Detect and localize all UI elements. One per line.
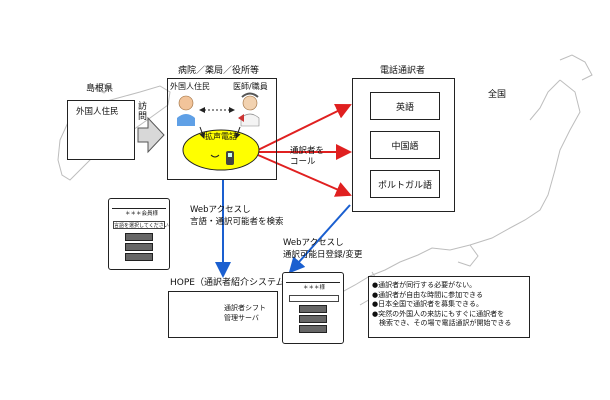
note-item: ●突然の外国人の来訪にもすぐに通訳者を [372, 309, 505, 318]
right-phone-button-2 [299, 315, 327, 323]
facility-resident-label: 外国人住民 [170, 82, 210, 91]
facility-header: 病院／薬局／役所等 [178, 66, 260, 76]
facility-resident-icon [177, 95, 195, 126]
language-english: 英語 [370, 92, 440, 120]
visit-arrow [137, 116, 165, 154]
facility-box [167, 78, 277, 180]
right-phone-statusbar [286, 276, 340, 283]
note-item: ●通訳者が自由な時間に参加できる [372, 290, 483, 299]
right-phone-field [289, 295, 339, 302]
doctor-icon [238, 92, 260, 127]
note-item: 検索でき、その場で電話通訳が開始できる [372, 319, 512, 327]
left-phone-button-2 [125, 243, 153, 251]
left-phone-button-1 [125, 233, 153, 241]
hope-label: HOPE（通訳者紹介システム） [170, 278, 294, 288]
resident-box: 外国人住民 [67, 100, 135, 160]
web-register-label-2: 通訳可能日登録/変更 [283, 250, 363, 260]
interpreter-box [352, 78, 455, 212]
nationwide-label: 全国 [488, 90, 507, 100]
right-phone-title: ＊＊＊様 [303, 285, 326, 291]
visit-label: 訪問 [138, 102, 148, 122]
language-portuguese: ポルトガル語 [370, 170, 440, 198]
speaker-oval [182, 129, 260, 171]
resident-label: 外国人住民 [76, 107, 119, 117]
note-item: ●日本全国で通訳者を募集できる。 [372, 300, 483, 308]
language-chinese: 中国語 [370, 131, 440, 159]
left-phone-select: 言語を選択してください [113, 221, 169, 229]
left-phone-button-3 [125, 253, 153, 261]
note-item: ●通訳者が同行する必要がない。 [372, 281, 477, 289]
phone-icon [226, 151, 234, 165]
benefits-notes: ●通訳者が同行する必要がない。 ●通訳者が自由な時間に参加できる ●日本全国で通… [368, 276, 530, 338]
right-phone-button-1 [299, 305, 327, 313]
left-phone-title: ＊＊＊会員様 [125, 211, 159, 217]
call-label-1: 通訳者を [290, 146, 325, 156]
web-arrows [215, 180, 351, 278]
call-label-2: コール [290, 157, 316, 167]
right-phone: ＊＊＊様 [282, 272, 344, 344]
interpreter-header: 電話通訳者 [380, 66, 426, 76]
left-phone: ＊＊＊会員様 言語を選択してください [108, 198, 170, 270]
web-search-label-2: 言語・通訳可能者を検索 [190, 217, 284, 227]
call-arrows [257, 103, 352, 197]
web-search-label-1: Webアクセスし [190, 205, 251, 215]
server-label-2: 管理サーバ [224, 314, 259, 322]
web-register-label-1: Webアクセスし [283, 238, 344, 248]
hope-box [168, 291, 278, 338]
speaker-phone-label: 拡声電話 [205, 132, 237, 141]
right-phone-button-3 [299, 325, 327, 333]
left-phone-statusbar [112, 202, 166, 209]
server-label-1: 通訳者シフト [224, 304, 266, 312]
shimane-label: 島根県 [86, 84, 114, 94]
facility-staff-label: 医師/職員 [233, 82, 268, 91]
